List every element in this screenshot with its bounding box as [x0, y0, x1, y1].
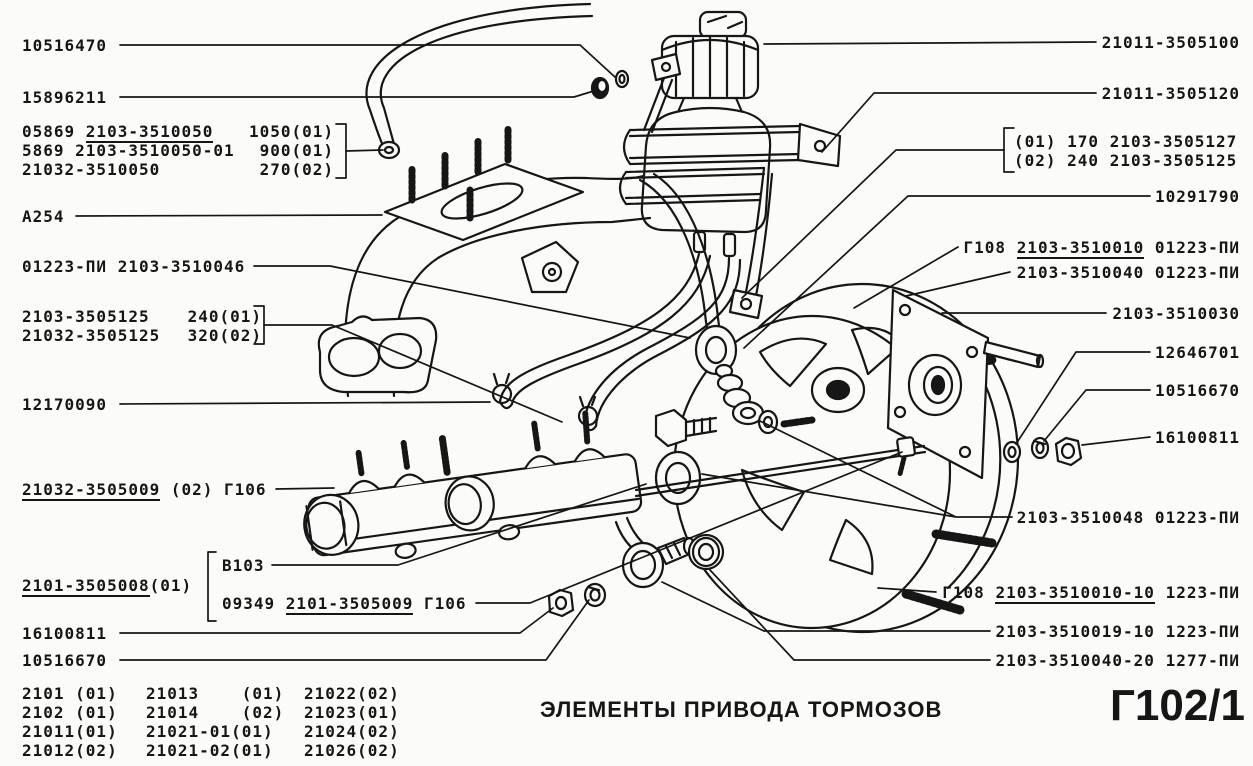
part-label-booster: Г108 2103-3510010 01223-ПИ	[963, 238, 1240, 259]
part-label-b103: B103	[222, 556, 265, 575]
hose-group-row: 21032-3510050 270(02)	[22, 160, 334, 179]
grommet-and-ring-drawing	[590, 69, 630, 100]
part-label-12170090: 12170090	[22, 395, 108, 414]
hose-part-group: 05869 2103-3510050 1050(01) 5869 2103-35…	[22, 122, 334, 179]
part-number: 5869 2103-3510050-01	[22, 141, 235, 160]
bolt-drawing	[654, 408, 688, 448]
part-number-prefix: 09349	[222, 594, 286, 613]
bracket-b103-group	[207, 551, 217, 622]
part-label-3510019: 2103-3510019-10 1223-ПИ	[995, 622, 1240, 641]
part-label-pipe-09349: 09349 2101-3505009 Г106	[222, 594, 467, 615]
clamp-group-row: 2103-3505125 240(01)	[22, 307, 262, 326]
part-qty: 240(01)	[187, 307, 262, 326]
table-cell: 21022(02)	[304, 684, 400, 703]
bracket-hose-group	[335, 123, 347, 179]
hose-group-row: 5869 2103-3510050-01 900(01)	[22, 141, 334, 160]
part-number: 05869 2103-3510050	[22, 122, 214, 143]
table-cell: 21023(01)	[304, 703, 400, 722]
table-cell: 21021-01(01)	[146, 722, 274, 741]
part-label-3510046: 01223-ПИ 2103-3510046	[22, 257, 246, 276]
part-label-cylinder-2101: 2101-3505008(01)	[22, 576, 193, 597]
part-number-underlined: 2103-3510010	[1016, 238, 1145, 259]
part-suffix: (02) Г106	[160, 480, 267, 499]
part-label-16100811-left: 16100811	[22, 624, 108, 643]
part-number-underlined: 2103-3510050	[85, 122, 214, 143]
part-label-3510030: 2103-3510030	[1112, 304, 1240, 323]
part-number: (01) 170 2103-3505127	[1014, 132, 1238, 151]
part-suffix: 01223-ПИ	[1144, 238, 1240, 257]
table-cell: 21026(02)	[304, 741, 400, 760]
sheet-caption: ЭЛЕМЕНТЫ ПРИВОДА ТОРМОЗОВ	[540, 697, 943, 722]
hose-group-row: 05869 2103-3510050 1050(01)	[22, 122, 334, 143]
reservoir-hoses-drawing	[491, 252, 742, 432]
reservoir-hose-drawing	[365, 2, 594, 160]
clamp-group-row: 21032-3505125 320(02)	[22, 326, 262, 345]
part-label-3510048: 2103-3510048 01223-ПИ	[1016, 508, 1240, 527]
spring-washer-drawing	[583, 582, 607, 608]
part-label-15896211: 15896211	[22, 88, 108, 107]
table-cell: 21012(02)	[22, 741, 118, 760]
check-valve-drawing	[654, 324, 816, 506]
clamp-part-group: 2103-3505125 240(01) 21032-3505125 320(0…	[22, 307, 262, 345]
table-cell: 21013 (01)	[146, 684, 285, 703]
part-number-prefix: Г108	[942, 583, 996, 602]
right-clamp-row: (01) 170 2103-3505127	[1014, 132, 1237, 151]
part-label-3510040-20: 2103-3510040-20 1277-ПИ	[995, 651, 1240, 670]
master-cylinder-drawing	[303, 410, 643, 559]
gasket-drawing	[317, 315, 438, 394]
vacuum-hose-drawing	[638, 172, 724, 352]
right-clamp-part-group: (01) 170 2103-3505127 (02) 240 2103-3505…	[1014, 132, 1237, 170]
part-label-3510040: 2103-3510040 01223-ПИ	[1016, 263, 1240, 282]
part-label-10516670-left: 10516670	[22, 651, 108, 670]
table-cell: 21021-02(01)	[146, 741, 274, 760]
part-label-booster-10: Г108 2103-3510010-10 1223-ПИ	[942, 583, 1240, 604]
brake-fluid-reservoir-drawing	[618, 10, 842, 320]
part-qty: 320(02)	[187, 326, 262, 345]
bracket-right-clamp-group	[1003, 127, 1015, 173]
part-number-prefix: 05869	[22, 122, 86, 141]
part-suffix: Г106	[413, 594, 467, 613]
table-cell: 2102 (01)	[22, 703, 118, 722]
part-label-10291790: 10291790	[1154, 187, 1240, 206]
part-number-underlined: 21032-3505009	[22, 480, 161, 501]
leader-lines	[75, 41, 1151, 661]
part-suffix: (01)	[149, 576, 193, 595]
right-clamp-row: (02) 240 2103-3505125	[1014, 151, 1237, 170]
part-qty: 900(01)	[259, 141, 334, 160]
part-number-underlined: 2101-3505008	[22, 576, 150, 597]
part-number: 21032-3510050	[22, 160, 161, 179]
part-label-12646701: 12646701	[1154, 343, 1240, 362]
seal-ring-drawing	[654, 450, 702, 506]
table-cell: 2101 (01)	[22, 684, 118, 703]
brake-pipe-drawing	[634, 436, 927, 498]
table-cell: 21024(02)	[304, 722, 400, 741]
grommet-drawing	[687, 533, 725, 571]
part-qty: 270(02)	[259, 160, 334, 179]
part-label-10516470: 10516470	[22, 36, 108, 55]
part-number-underlined: 2101-3505009	[285, 594, 414, 615]
part-number: (02) 240 2103-3505125	[1014, 151, 1238, 170]
part-label-10516670-right: 10516670	[1154, 381, 1240, 400]
mounting-plate-drawing	[886, 288, 1045, 480]
part-label-3505120: 21011-3505120	[1101, 84, 1240, 103]
part-label-cylinder-21032: 21032-3505009 (02) Г106	[22, 480, 267, 501]
intake-manifold-drawing	[317, 124, 652, 398]
sheet-code: Г102/1	[1109, 681, 1245, 730]
model-applicability-table: 2101 (01)21013 (01)21022(02) 2102 (01)21…	[22, 684, 424, 760]
part-number: 2103-3505125	[22, 307, 150, 326]
part-qty: 1050(01)	[248, 122, 334, 141]
plate-fasteners-drawing	[1002, 436, 1083, 467]
part-label-a254: A254	[22, 207, 65, 226]
part-suffix: 1223-ПИ	[1154, 583, 1240, 602]
part-number-underlined: 2103-3510010-10	[995, 583, 1155, 604]
part-label-3505100: 21011-3505100	[1101, 33, 1240, 52]
part-label-16100811-right: 16100811	[1154, 428, 1240, 447]
table-cell: 21014 (02)	[146, 703, 285, 722]
part-number: 21032-3505125	[22, 326, 161, 345]
part-number-prefix: Г108	[963, 238, 1017, 257]
table-cell: 21011(01)	[22, 722, 118, 741]
